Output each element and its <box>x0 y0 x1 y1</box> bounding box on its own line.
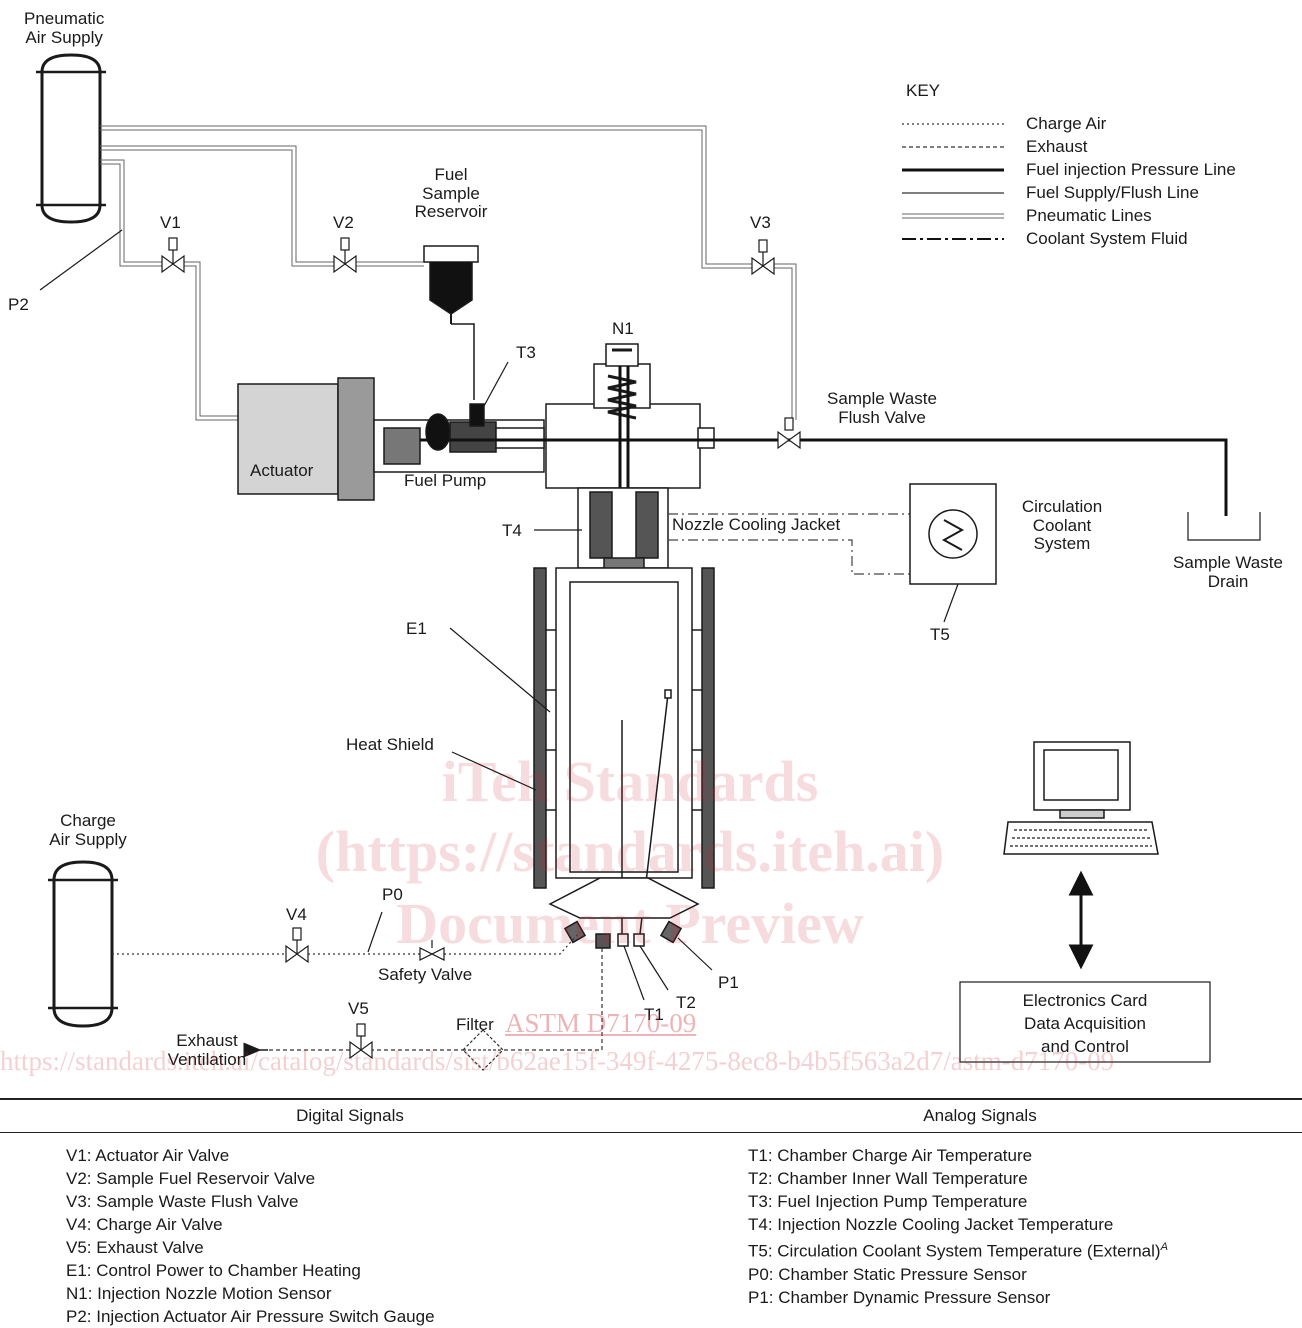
schematic-drawing <box>36 53 1261 1071</box>
label-pneumatic-air-supply: Pneumatic Air Supply <box>24 9 105 47</box>
label-circulation-coolant-system: Circulation Coolant System <box>1021 497 1103 554</box>
fuel-pump <box>425 403 545 453</box>
label-p1: P1 <box>718 973 739 992</box>
footnote-marker: A <box>1160 1241 1168 1253</box>
key-swatches <box>902 123 1004 240</box>
label-sample-waste-flush-valve: Sample Waste Flush Valve <box>827 389 937 427</box>
key-item-label: Pneumatic Lines <box>1026 206 1152 225</box>
valve-v4 <box>285 927 309 964</box>
label-heat-shield: Heat Shield <box>346 735 434 754</box>
pneumatic-lines <box>100 125 797 421</box>
analog-signal-t5-text: T5: Circulation Coolant System Temperatu… <box>748 1241 1161 1261</box>
digital-signal-item: V2: Sample Fuel Reservoir Valve <box>66 1169 316 1188</box>
digital-signal-item: P2: Injection Actuator Air Pressure Swit… <box>66 1307 435 1326</box>
data-link-arrow <box>1068 870 1094 970</box>
label-p2: P2 <box>8 295 29 314</box>
analog-signal-item: T3: Fuel Injection Pump Temperature <box>748 1192 1028 1211</box>
analog-signal-item: P1: Chamber Dynamic Pressure Sensor <box>748 1287 1051 1307</box>
label-nozzle-cooling-jacket: Nozzle Cooling Jacket <box>672 515 841 534</box>
key-item-label: Coolant System Fluid <box>1026 229 1188 248</box>
label-e1: E1 <box>406 619 427 638</box>
digital-signals-list: V1: Actuator Air Valve V2: Sample Fuel R… <box>66 1144 435 1328</box>
label-actuator: Actuator <box>250 461 314 480</box>
analog-signals-header: Analog Signals <box>923 1106 1037 1125</box>
watermark-line1: iTeh Standards <box>441 749 819 814</box>
label-t3: T3 <box>516 343 536 362</box>
charge-air-line <box>112 931 581 955</box>
exhaust-line <box>268 948 603 1051</box>
label-fuel-sample-reservoir: Fuel Sample Reservoir <box>414 165 488 222</box>
label-sample-waste-drain: Sample Waste Drain <box>1173 553 1283 591</box>
key-item-label: Exhaust <box>1026 137 1088 156</box>
digital-signal-item: V1: Actuator Air Valve <box>66 1146 230 1165</box>
safety-valve <box>419 940 445 961</box>
label-t4: T4 <box>502 521 522 540</box>
circulation-coolant-unit <box>909 483 997 585</box>
combustion-chamber <box>533 567 715 949</box>
injector-assembly <box>545 343 715 489</box>
label-p0: P0 <box>382 885 403 904</box>
label-filter: Filter <box>456 1015 494 1034</box>
coolant-lines <box>668 513 910 575</box>
charge-air-tank <box>48 860 118 1028</box>
electronics-card-box <box>959 981 1211 1063</box>
valve-v2 <box>333 237 357 274</box>
watermark-astm-link[interactable]: ASTM D7170-09 <box>505 1008 697 1038</box>
label-safety-valve: Safety Valve <box>378 965 473 984</box>
label-t2: T2 <box>676 993 696 1012</box>
pneumatic-air-tank <box>36 53 106 224</box>
digital-signal-item: V5: Exhaust Valve <box>66 1238 204 1257</box>
key-item-label: Fuel injection Pressure Line <box>1026 160 1236 179</box>
label-exhaust-ventilation: Exhaust Ventilation <box>167 1031 247 1069</box>
nozzle-cooling-jacket <box>577 487 669 589</box>
label-v1: V1 <box>160 213 181 232</box>
label-charge-air-supply: Charge Air Supply <box>49 811 127 849</box>
label-fuel-pump: Fuel Pump <box>404 471 487 490</box>
label-v3: V3 <box>750 213 771 232</box>
sample-waste-flush-valve <box>777 417 801 450</box>
label-n1: N1 <box>612 319 634 338</box>
watermark-line3: Document Preview <box>396 891 864 956</box>
watermark-url[interactable]: https://standards.iteh.ai/catalog/standa… <box>0 1046 1115 1076</box>
schematic-diagram: Pneumatic Air Supply V1 V2 V3 P2 Fuel Sa… <box>0 9 1283 1076</box>
key-item-label: Fuel Supply/Flush Line <box>1026 183 1199 202</box>
computer-icon <box>1003 741 1159 855</box>
digital-signal-item: V4: Charge Air Valve <box>66 1215 223 1234</box>
analog-signal-item: T1: Chamber Charge Air Temperature <box>748 1146 1033 1165</box>
analog-signal-item: T4: Injection Nozzle Cooling Jacket Temp… <box>748 1215 1114 1234</box>
key-title: KEY <box>906 81 941 100</box>
valve-v1 <box>161 237 185 274</box>
sample-waste-drain-vessel <box>1187 512 1261 541</box>
digital-signal-item: E1: Control Power to Chamber Heating <box>66 1261 361 1280</box>
analog-signal-item: P0: Chamber Static Pressure Sensor <box>748 1264 1027 1284</box>
label-v2: V2 <box>333 213 354 232</box>
digital-signal-item: N1: Injection Nozzle Motion Sensor <box>66 1284 332 1303</box>
label-v5: V5 <box>348 999 369 1018</box>
label-t5: T5 <box>930 625 950 644</box>
valve-v3 <box>751 239 775 276</box>
analog-signal-item: T5: Circulation Coolant System Temperatu… <box>748 1236 1168 1263</box>
filter <box>462 1029 504 1071</box>
analog-signals-list: T1: Chamber Charge Air Temperature T2: C… <box>748 1144 1168 1309</box>
fuel-sample-reservoir <box>423 245 479 324</box>
analog-signal-item: T2: Chamber Inner Wall Temperature <box>748 1169 1028 1188</box>
watermark-line2: (https://standards.iteh.ai) <box>315 819 945 884</box>
digital-signals-header: Digital Signals <box>296 1106 404 1125</box>
valve-v5 <box>349 1023 373 1060</box>
label-electronics-card: Electronics Card Data Acquisition and Co… <box>1022 991 1148 1056</box>
digital-signal-item: V3: Sample Waste Flush Valve <box>66 1192 299 1211</box>
label-v4: V4 <box>286 905 307 924</box>
label-t1: T1 <box>644 1005 664 1024</box>
key-item-label: Charge Air <box>1026 114 1107 133</box>
